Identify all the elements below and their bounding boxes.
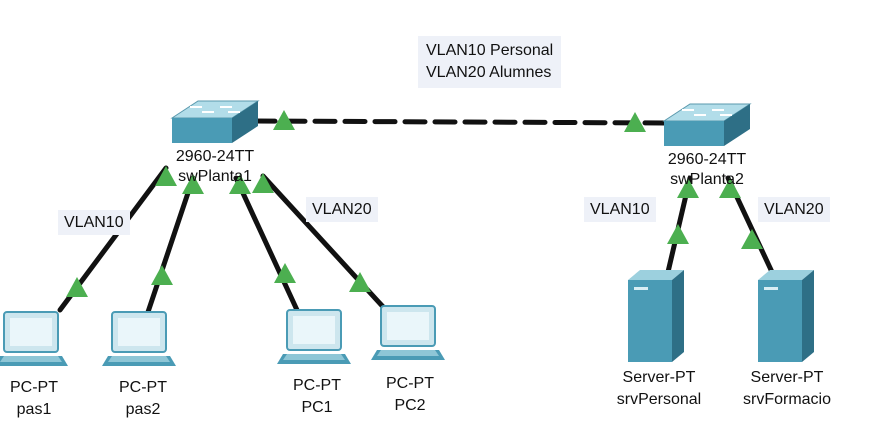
pc-type: PC-PT [386, 375, 434, 392]
server-name: srvFormacio [742, 391, 832, 408]
link-label-right-vlan20: VLAN20 [758, 197, 830, 222]
switch-1-name: swPlanta1 [178, 168, 252, 185]
link-up-triangle-icon [624, 112, 646, 132]
link-up-triangle-icon [155, 166, 177, 186]
pc-pas1-icon[interactable] [0, 311, 68, 366]
switch-swplanta1-icon[interactable] [170, 100, 260, 143]
link-up-triangle-icon [252, 173, 274, 193]
pc-name: PC1 [301, 399, 333, 416]
switch-2-model: 2960-24TT [667, 151, 747, 168]
pc-type: PC-PT [293, 377, 341, 394]
link-label-right-vlan10: VLAN10 [584, 197, 656, 222]
pc-pc1-icon[interactable] [277, 309, 351, 364]
pc-pas2-icon[interactable] [102, 311, 176, 366]
switch-1-label: 2960-24TT swPlanta1 [176, 147, 254, 187]
server-type: Server-PT [622, 369, 696, 386]
link-up-triangle-icon [667, 224, 689, 244]
link-pas2[interactable] [145, 175, 196, 315]
trunk-link[interactable] [252, 118, 671, 126]
server-name: srvPersonal [616, 391, 702, 408]
link-up-triangle-icon [719, 178, 741, 198]
server-type: Server-PT [750, 369, 824, 386]
annotation-line-1: VLAN10 Personal [426, 42, 554, 59]
pc-name: PC2 [394, 397, 426, 414]
link-up-triangle-icon [182, 174, 204, 194]
pc-type: PC-PT [10, 379, 58, 396]
switch-2-label: 2960-24TT swPlanta2 [668, 150, 746, 190]
server-srvpersonal-icon[interactable] [628, 270, 684, 362]
pc-pc2-label: PC-PT PC2 [386, 373, 434, 417]
link-up-triangle-icon [741, 229, 763, 249]
link-up-triangle-icon [677, 178, 699, 198]
pc-pas2-label: PC-PT pas2 [119, 377, 167, 421]
link-up-triangle-icon [66, 277, 88, 297]
link-status-triangles [66, 110, 763, 297]
link-up-triangle-icon [151, 265, 173, 285]
switch-1-model: 2960-24TT [175, 148, 255, 165]
link-up-triangle-icon [273, 110, 295, 130]
pc-type: PC-PT [119, 379, 167, 396]
link-pc1[interactable] [233, 175, 300, 313]
link-up-triangle-icon [349, 272, 371, 292]
vlan-annotation-note: VLAN10 Personal VLAN20 Alumnes [418, 36, 562, 88]
server-srvformacio-icon[interactable] [758, 270, 814, 362]
switch-swplanta2-icon[interactable] [662, 103, 752, 146]
annotation-line-2: VLAN20 Alumnes [426, 64, 552, 81]
switch-2-name: swPlanta2 [670, 171, 744, 188]
pc-name: pas1 [16, 401, 52, 418]
server-srvformacio-label: Server-PT srvFormacio [743, 367, 831, 411]
pc-pc1-label: PC-PT PC1 [293, 375, 341, 419]
link-up-triangle-icon [274, 263, 296, 283]
pc-pas1-label: PC-PT pas1 [10, 377, 58, 421]
link-up-triangle-icon [229, 174, 251, 194]
link-label-left-vlan20: VLAN20 [306, 197, 378, 222]
pc-pc2-icon[interactable] [371, 305, 445, 360]
link-label-left-vlan10: VLAN10 [58, 210, 130, 235]
pc-name: pas2 [125, 401, 161, 418]
server-srvpersonal-label: Server-PT srvPersonal [617, 367, 701, 411]
